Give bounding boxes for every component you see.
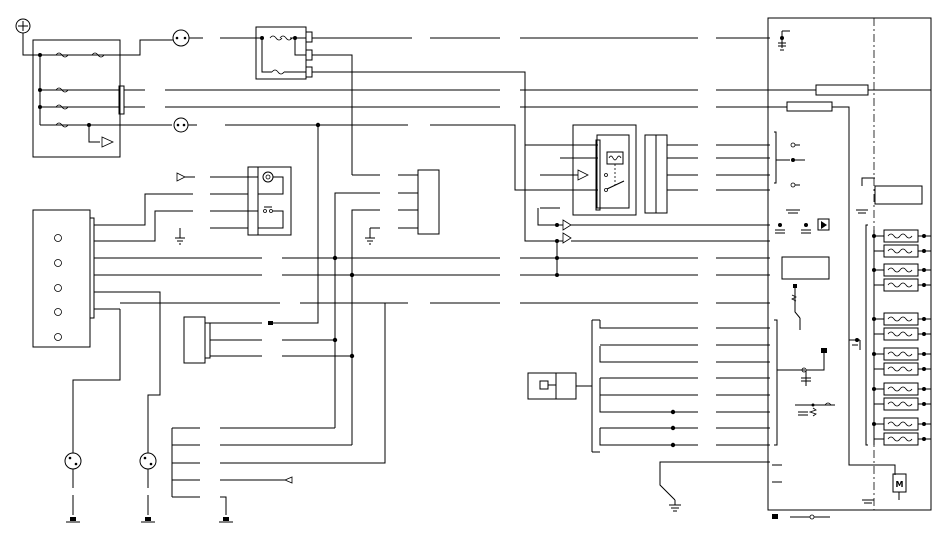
fuse-icon-5 [55, 122, 69, 128]
sensor-box [527, 372, 592, 400]
output-stage [849, 177, 931, 446]
coil-bank-5 [883, 382, 919, 411]
coil-bank-1 [883, 229, 919, 258]
right-harness [591, 319, 770, 453]
lamp-mid [173, 117, 197, 133]
diode-icon-a [562, 219, 572, 231]
diode-pair [524, 145, 770, 275]
diode-icon-bottom [283, 476, 293, 484]
socket-icons [54, 234, 62, 341]
fuse-relay-block [220, 26, 412, 175]
lower-left-component [183, 258, 355, 445]
bottom-connector [171, 302, 408, 523]
ground-bottom-center [659, 461, 770, 512]
diode-box-icon [817, 218, 830, 231]
control-unit [767, 17, 932, 520]
lamp-top [160, 29, 203, 47]
fuse-icon-1 [55, 52, 69, 58]
diode-icon-b [562, 232, 572, 244]
fuse-box [22, 39, 172, 158]
lamp-bottom-mid [139, 452, 157, 523]
diode-icon-left [176, 172, 186, 182]
coil-bank-3 [883, 312, 919, 341]
fuse-icon-3 [55, 87, 69, 93]
lamp-bottom-left [64, 452, 82, 523]
switch-block [210, 166, 292, 236]
coil-icon [608, 155, 622, 161]
relay-module [540, 124, 698, 216]
ground-icon-1 [175, 237, 185, 245]
diode-icon-fusebox [101, 136, 114, 148]
diode-icon-relay [577, 169, 589, 181]
connector-block-center [334, 169, 440, 275]
resistor-1 [815, 84, 869, 96]
left-module [32, 209, 262, 348]
fuse-icon-2 [91, 52, 105, 58]
motor-label: M [896, 480, 904, 489]
battery-supply-symbol [15, 18, 31, 45]
motor-icon: M [862, 473, 907, 504]
coil-bank-2 [883, 263, 919, 292]
fuse-icon-4 [55, 104, 69, 110]
resistor-2 [786, 101, 833, 112]
coil-bank-4 [883, 347, 919, 376]
ic-block [781, 256, 830, 280]
coil-bank-6 [883, 417, 919, 446]
